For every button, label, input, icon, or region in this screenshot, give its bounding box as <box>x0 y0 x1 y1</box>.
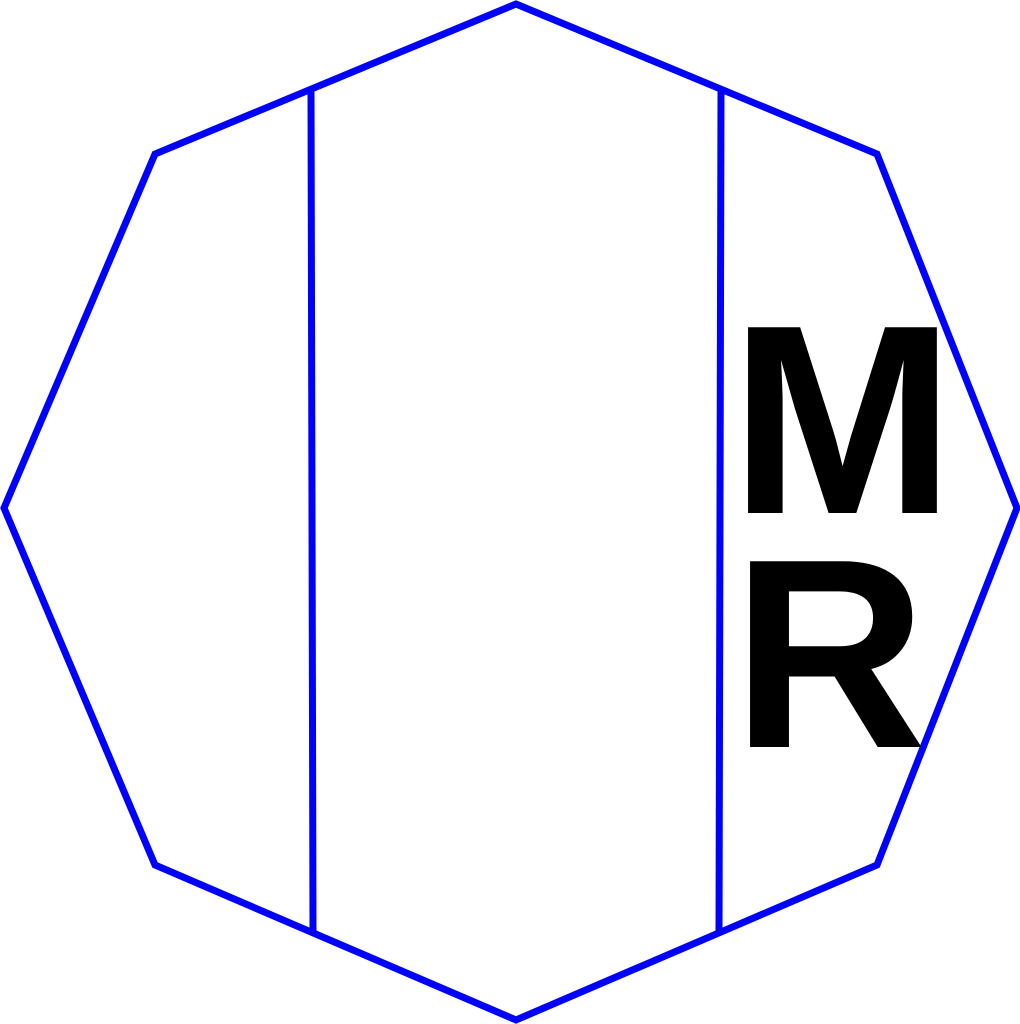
left-vertical-divider <box>307 90 317 934</box>
label-r: R <box>732 504 927 805</box>
label-m: M <box>730 270 955 571</box>
right-vertical-divider <box>715 90 725 934</box>
